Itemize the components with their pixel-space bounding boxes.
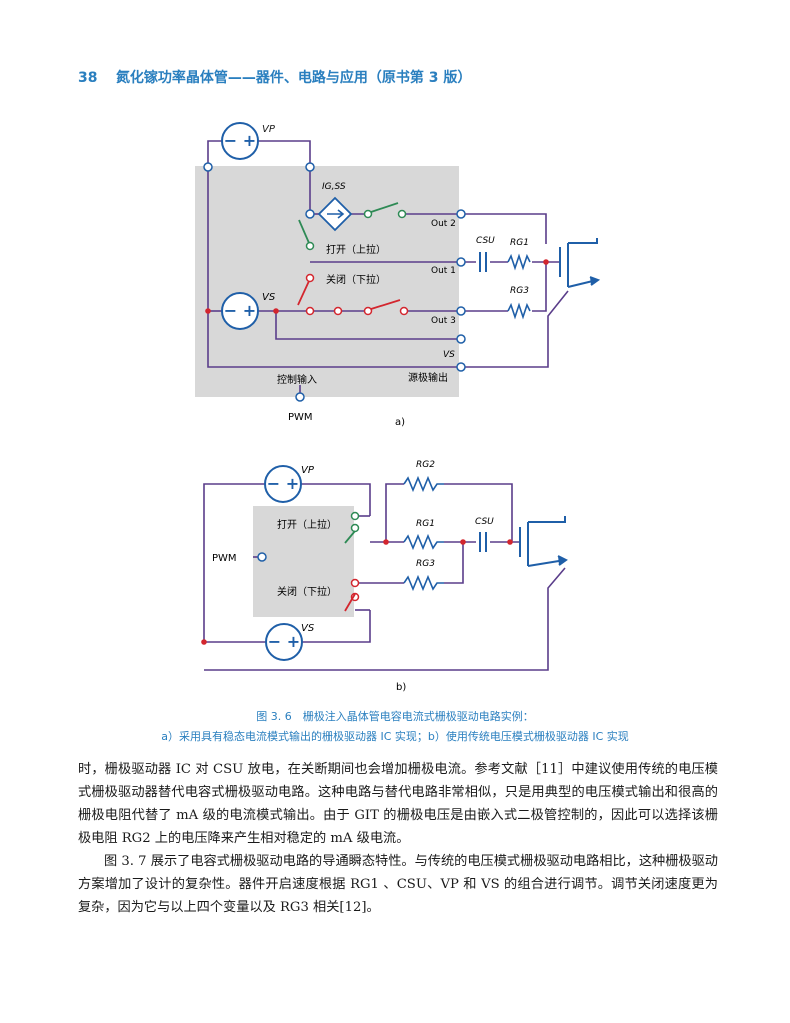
vp-source-b: − + [264,465,302,503]
csu-capacitor-b [479,532,487,552]
figure-caption-line1: 图 3. 6 栅极注入晶体管电容电流式栅极驱动电路实例： [256,710,534,723]
ig-ss-label: IG,SS [322,182,346,192]
red-switch-left [297,273,315,306]
vp-label-a: VP [262,124,276,135]
page-number: 38 [78,70,98,86]
svg-text:− +: − + [268,632,300,651]
figure-a: − + VP − + VS IG,SS [195,122,601,428]
rg3-label-a: RG3 [510,286,529,296]
rg2-resistor-b [403,475,444,493]
rg3-resistor-b [403,574,444,592]
vs-source-b: − + [265,623,303,661]
svg-text:− +: − + [267,474,299,493]
turn-off-label-b: 关闭（下拉） [277,585,337,598]
turn-on-label-a: 打开（上拉） [326,243,386,256]
vp-label-b: VP [301,465,315,476]
gan-transistor-a [559,238,601,288]
figure-caption-line2: a）采用具有稳态电流模式输出的栅极驱动器 IC 实现；b）使用传统电压模式栅极驱… [161,730,629,743]
pwm-label-a: PWM [288,412,313,423]
pwm-label-b: PWM [212,553,237,564]
vs-label-a: VS [262,292,276,303]
csu-label-b: CSU [475,517,494,527]
paragraph-2: 图 3. 7 展示了电容式栅极驱动电路的导通瞬态特性。与传统的电压模式栅极驱动电… [78,854,718,915]
figure-b: − + VP − + VS RG2 RG1 RG3 CSU 打开（上拉） PWM [201,460,568,693]
out3-label-a: Out 3 [431,316,456,326]
current-source-icon [317,196,353,232]
red-switch-b [344,578,360,612]
out1-label-a: Out 1 [431,266,456,276]
source-output-label-a: 源极输出 [408,371,448,384]
gan-transistor-b [519,516,568,567]
rg3-resistor-a [507,302,531,320]
csu-capacitor-a [479,252,487,272]
rg3-label-b: RG3 [416,559,435,569]
rg2-label-b: RG2 [416,460,435,470]
svg-text:− +: − + [224,301,256,320]
green-switch-top [363,202,407,219]
green-switch-left [298,219,315,251]
green-switch-b [344,511,360,544]
gate-driver-ic-box-a [195,166,459,397]
turn-on-label-b: 打开（上拉） [277,518,337,531]
rg1-resistor-b [403,533,444,551]
csu-label-a: CSU [476,236,495,246]
out2-label-a: Out 2 [431,219,456,229]
rg1-label-a: RG1 [510,238,529,248]
red-switch-bottom [363,299,409,316]
paragraph-1: 时，栅极驱动器 IC 对 CSU 放电，在关断期间也会增加栅极电流。参考文献［1… [78,762,718,846]
gate-driver-ic-box-b [253,506,354,617]
body-text: 时，栅极驱动器 IC 对 CSU 放电，在关断期间也会增加栅极电流。参考文献［1… [78,758,718,919]
figure-a-sublabel: a) [395,417,405,428]
page-header: 38 氮化镓功率晶体管——器件、电路与应用（原书第 3 版） [78,67,471,87]
vs-out-label-a: VS [443,350,455,360]
rg1-label-b: RG1 [416,519,435,529]
rg1-resistor-a [507,253,531,271]
figure-b-sublabel: b) [396,682,406,693]
control-input-label-a: 控制输入 [277,373,317,386]
svg-text:− +: − + [224,131,256,150]
turn-off-label-a: 关闭（下拉） [326,273,386,286]
vp-source-a: − + [221,122,259,160]
vs-source-a: − + [221,292,259,330]
book-title: 氮化镓功率晶体管——器件、电路与应用（原书第 3 版） [115,70,472,86]
vs-label-b: VS [301,623,315,634]
